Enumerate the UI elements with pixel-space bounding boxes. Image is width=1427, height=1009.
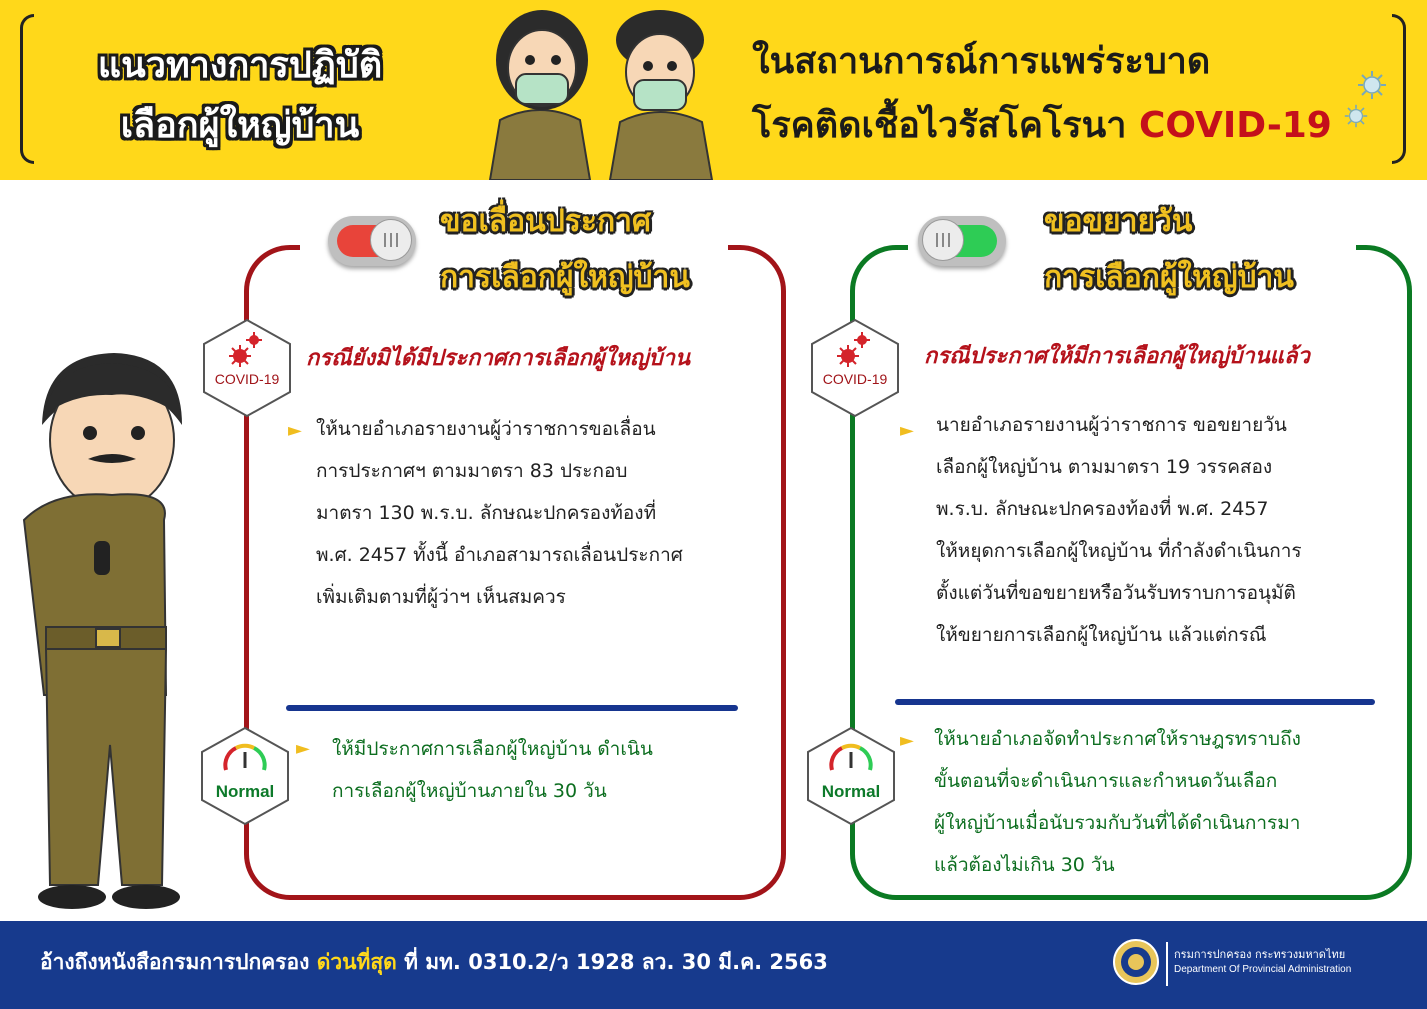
text-line: เพิ่มเติมตามที่ผู้ว่าฯ เห็นสมควร [316, 586, 566, 608]
officer-illustration [22, 353, 182, 909]
text-line: ให้ขยายการเลือกผู้ใหญ่บ้าน แล้วแต่กรณี [936, 624, 1267, 646]
normal-badge: Normal [200, 726, 290, 826]
text-line: การเลือกผู้ใหญ่บ้านภายใน 30 วัน [332, 780, 607, 802]
text-line: ตั้งแต่วันที่ขอขยายหรือวันรับทราบการอนุม… [936, 582, 1296, 604]
left-bullet1-text: ให้นายอำเภอรายงานผู้ว่าราชการขอเลื่อน กา… [316, 408, 776, 618]
covid-badge: COVID-19 [810, 318, 900, 418]
footer-separator [1166, 942, 1168, 986]
text-line: นายอำเภอรายงานผู้ว่าราชการ ขอขยายวัน [936, 414, 1287, 436]
text-line: การประกาศฯ ตามมาตรา 83 ประกอบ [316, 460, 628, 482]
right-panel-title: ขอขยายวัน การเลือกผู้ใหญ่บ้าน [1044, 194, 1294, 306]
footer-reference: อ้างถึงหนังสือกรมการปกครอง ด่วนที่สุด ที… [40, 946, 828, 979]
text-line: พ.ร.บ. ลักษณะปกครองท้องที่ พ.ศ. 2457 [936, 498, 1269, 520]
text-line: ผู้ใหญ่บ้านเมื่อนับรวมกับวันที่ได้ดำเนิน… [934, 812, 1301, 834]
bullet-arrow-icon: ► [900, 420, 914, 441]
header-subtitle-line1: ในสถานการณ์การแพร่ระบาด [752, 41, 1211, 82]
text-line: แล้วต้องไม่เกิน 30 วัน [934, 854, 1115, 876]
normal-badge-label: Normal [215, 782, 275, 801]
footer-text-highlight: ด่วนที่สุด [316, 950, 397, 974]
normal-badge-label: Normal [821, 782, 881, 801]
covid-badge-label: COVID-19 [822, 371, 888, 387]
toggle-knob [370, 219, 412, 261]
virus-icon [1358, 71, 1386, 99]
text-line: ขั้นตอนที่จะดำเนินการและกำหนดวันเลือก [934, 770, 1278, 792]
header-subtitle-line2: โรคติดเชื้อไวรัสโคโรนา COVID-19 [752, 96, 1332, 153]
text-line: ให้มีประกาศการเลือกผู้ใหญ่บ้าน ดำเนิน [332, 738, 653, 760]
speedometer-icon [807, 726, 895, 826]
header-bracket-right [1392, 14, 1406, 164]
header-bracket-left [20, 14, 34, 164]
footer-org-english: Department Of Provincial Administration [1174, 964, 1352, 975]
text-line: พ.ศ. 2457 ทั้งนี้ อำเภอสามารถเลื่อนประกา… [316, 544, 683, 566]
right-bullet2-text: ให้นายอำเภอจัดทำประกาศให้ราษฎรทราบถึง ขั… [934, 718, 1394, 886]
header-subtitle-prefix: โรคติดเชื้อไวรัสโคโรนา [752, 105, 1139, 146]
header-banner [0, 0, 1427, 180]
right-case-heading: กรณีประกาศให้มีการเลือกผู้ใหญ่บ้านแล้ว [924, 344, 1310, 369]
footer-text-prefix: อ้างถึงหนังสือกรมการปกครอง [40, 950, 317, 974]
toggle-on-switch [918, 216, 1006, 266]
right-panel-title-line1: ขอขยายวัน [1044, 204, 1193, 239]
footer-text-suffix: ที่ มท. 0310.2/ว 1928 ลว. 30 มี.ค. 2563 [396, 950, 828, 974]
text-line: ให้นายอำเภอรายงานผู้ว่าราชการขอเลื่อน [316, 418, 656, 440]
left-bullet2-text: ให้มีประกาศการเลือกผู้ใหญ่บ้าน ดำเนิน กา… [332, 728, 772, 812]
header-title-line2: เลือกผู้ใหญ่บ้าน [120, 105, 360, 146]
left-case-heading: กรณียังมิได้มีประกาศการเลือกผู้ใหญ่บ้าน [306, 346, 691, 371]
toggle-off-switch [328, 216, 416, 266]
covid-badge-label: COVID-19 [214, 371, 280, 387]
left-panel-title-line2: การเลือกผู้ใหญ่บ้าน [440, 260, 690, 295]
left-panel-title-line1: ขอเลื่อนประกาศ [440, 204, 652, 239]
footer-org-thai: กรมการปกครอง กระทรวงมหาดไทย [1174, 948, 1346, 961]
header-covid-text: COVID-19 [1138, 105, 1332, 146]
officials-illustration [488, 10, 714, 180]
bullet-arrow-icon: ► [900, 730, 914, 751]
left-divider [286, 705, 738, 711]
virus-icon [203, 318, 291, 418]
virus-icon [1344, 104, 1368, 128]
header-title-line1: แนวทางการปฏิบัติ [97, 45, 383, 86]
bullet-arrow-icon: ► [288, 420, 302, 441]
bullet-arrow-icon: ► [296, 738, 310, 759]
right-divider [895, 699, 1375, 705]
normal-badge: Normal [806, 726, 896, 826]
right-panel-title-gap [908, 238, 1356, 254]
footer-bar [0, 921, 1427, 1009]
text-line: ให้หยุดการเลือกผู้ใหญ่บ้าน ที่กำลังดำเนิ… [936, 540, 1302, 562]
toggle-knob [922, 219, 964, 261]
speedometer-icon [201, 726, 289, 826]
covid-badge: COVID-19 [202, 318, 292, 418]
right-bullet1-text: นายอำเภอรายงานผู้ว่าราชการ ขอขยายวัน เลื… [936, 404, 1396, 656]
text-line: ให้นายอำเภอจัดทำประกาศให้ราษฎรทราบถึง [934, 728, 1301, 750]
left-panel-title: ขอเลื่อนประกาศ การเลือกผู้ใหญ่บ้าน [440, 194, 690, 306]
text-line: เลือกผู้ใหญ่บ้าน ตามมาตรา 19 วรรคสอง [936, 456, 1273, 478]
seal-icon [1113, 939, 1159, 985]
right-panel-title-line2: การเลือกผู้ใหญ่บ้าน [1044, 260, 1294, 295]
virus-icon [811, 318, 899, 418]
text-line: มาตรา 130 พ.ร.บ. ลักษณะปกครองท้องที่ [316, 502, 657, 524]
